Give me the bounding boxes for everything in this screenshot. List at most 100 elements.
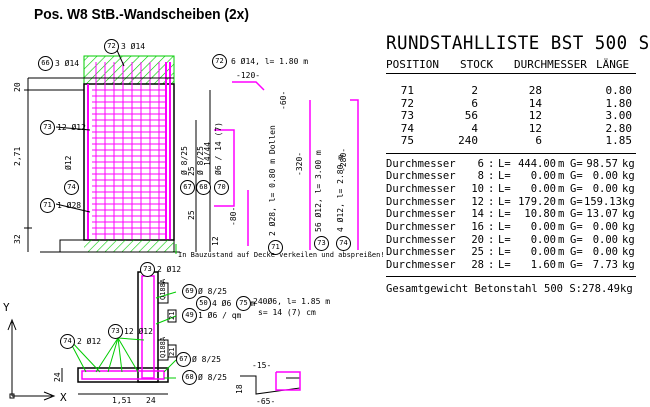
schedule-cell: 12 bbox=[528, 121, 542, 135]
sum-l-prefix: L= bbox=[498, 208, 511, 221]
header-rule bbox=[386, 73, 636, 74]
sum-label: Durchmesser bbox=[386, 208, 456, 221]
sum-length: 0.00 bbox=[530, 233, 556, 246]
label-49: 1 Ø6 / qm bbox=[198, 311, 242, 320]
schedule-cell: 71 bbox=[400, 84, 414, 97]
sum-kg-unit: kg bbox=[622, 259, 635, 271]
schedule-cell: 3.00 bbox=[605, 109, 633, 122]
sum-m-unit: m bbox=[558, 170, 565, 183]
sum-m-unit: m bbox=[558, 208, 565, 221]
sum-colon: : bbox=[488, 220, 495, 233]
sum-colon: : bbox=[488, 157, 495, 170]
schedule-cell: 56 bbox=[464, 109, 478, 122]
header-length: LÄNGE bbox=[596, 58, 630, 71]
schedule-cell: 28 bbox=[528, 84, 542, 97]
dim-65: -65- bbox=[256, 397, 276, 406]
schedule-cell: 6 bbox=[535, 134, 542, 147]
label-73-sec: 2 Ø12 bbox=[157, 265, 182, 274]
mark-74-vert: 74 bbox=[336, 236, 351, 251]
sum-diameter: 12 bbox=[471, 195, 484, 208]
schedule-cell: 2 bbox=[471, 84, 478, 97]
header-diameter: DURCHMESSER bbox=[514, 58, 587, 71]
sum-g-prefix: G= bbox=[570, 208, 583, 221]
sum-weight: 13.07 bbox=[586, 208, 618, 221]
total-weight-row: Gesamtgewicht Betonstahl 500 S: 278.49 k… bbox=[386, 283, 638, 296]
bar-74-shape bbox=[350, 99, 359, 250]
sum-diameter: 6 bbox=[477, 157, 484, 170]
sum-weight: 98.57 bbox=[586, 157, 618, 170]
sum-length: 179.20 bbox=[518, 195, 556, 208]
label-71-vert: 2 Ø28, l= 0.80 m Dollen bbox=[268, 125, 277, 236]
sum-colon: : bbox=[488, 182, 495, 195]
dim-60: -60- bbox=[279, 90, 288, 110]
label-72-right: 6 Ø14, l= 1.80 m bbox=[231, 57, 309, 66]
header-stock: STOCK bbox=[460, 58, 494, 71]
sum-weight: 0.00 bbox=[592, 220, 618, 233]
sum-l-prefix: L= bbox=[498, 246, 511, 259]
dim-80: -80- bbox=[229, 206, 238, 226]
mesh-label-2: Q188A bbox=[159, 336, 167, 358]
mark-73-sec: 73 bbox=[140, 262, 155, 277]
label-70: Ø6 / 14 (7) bbox=[214, 122, 223, 175]
label-74-sec: 2 Ø12 bbox=[77, 337, 102, 346]
leader-73 bbox=[55, 126, 91, 131]
sum-label: Durchmesser bbox=[386, 233, 456, 246]
total-value: 278.49 bbox=[582, 282, 620, 295]
sum-l-prefix: L= bbox=[498, 182, 511, 195]
sum-m-unit: m bbox=[558, 233, 565, 246]
rebar-mesh-vertical bbox=[95, 62, 160, 240]
mark-67: 67 bbox=[180, 180, 195, 195]
sum-m-unit: m bbox=[558, 157, 565, 170]
sum-l-prefix: L= bbox=[498, 195, 511, 208]
sum-weight: 0.00 bbox=[592, 246, 618, 259]
section-footing bbox=[77, 367, 169, 383]
schedule-cell: 4 bbox=[471, 121, 478, 135]
schedule-cell: 12 bbox=[528, 109, 542, 122]
sum-kg-unit: kg bbox=[622, 208, 635, 221]
schedule-title: RUNDSTAHLLISTE BST 500 S bbox=[386, 32, 650, 54]
sum-diameter: 14 bbox=[471, 208, 484, 221]
schedule-cell: 1.85 bbox=[605, 134, 633, 147]
schedule-cell: 1.80 bbox=[605, 96, 633, 110]
schedule-cell: 74 bbox=[400, 121, 414, 135]
label-71: 1 Ø28 bbox=[57, 201, 82, 210]
sum-colon: : bbox=[488, 246, 495, 259]
axis-y-label: Y bbox=[3, 301, 10, 314]
sum-m-unit: m bbox=[558, 259, 565, 271]
mark-71-vert: 71 bbox=[268, 240, 283, 255]
sum-l-prefix: L= bbox=[498, 233, 511, 246]
total-unit: kg bbox=[620, 282, 633, 295]
schedule-cell: 14 bbox=[528, 96, 542, 110]
dim-25b: 25 bbox=[187, 210, 196, 220]
total-label: Gesamtgewicht Betonstahl 500 S: bbox=[386, 282, 582, 295]
label-75-text2: s= 14 (7) cm bbox=[258, 308, 316, 317]
mark-75: 75 bbox=[236, 296, 251, 311]
sum-label: Durchmesser bbox=[386, 195, 456, 208]
sum-diameter: 25 bbox=[471, 246, 484, 259]
ucs-axis-icon bbox=[7, 318, 56, 401]
sum-length: 10.80 bbox=[524, 208, 556, 221]
label-72-top: 3 Ø14 bbox=[121, 42, 146, 51]
sum-colon: : bbox=[488, 259, 495, 271]
sums-rule bbox=[386, 275, 636, 277]
sum-label: Durchmesser bbox=[386, 182, 456, 195]
dim-24: 24 bbox=[53, 372, 62, 382]
mark-49: 49 bbox=[182, 308, 197, 323]
dim-25a: 25 bbox=[187, 166, 196, 176]
label-67-sec: Ø 8/25 bbox=[192, 355, 221, 364]
section-box-21b bbox=[167, 344, 177, 358]
axis-x-label: X bbox=[60, 391, 67, 404]
sum-g-prefix: G= bbox=[570, 170, 583, 183]
mark-66: 66 bbox=[38, 56, 53, 71]
sum-g-prefix: G= bbox=[570, 182, 583, 195]
mark-73: 73 bbox=[40, 120, 55, 135]
label-73: 12 Ø12 bbox=[57, 123, 86, 132]
sum-colon: : bbox=[488, 170, 495, 183]
slab-hatch-top bbox=[83, 55, 175, 85]
schedule-cell: 75 bbox=[400, 134, 414, 147]
